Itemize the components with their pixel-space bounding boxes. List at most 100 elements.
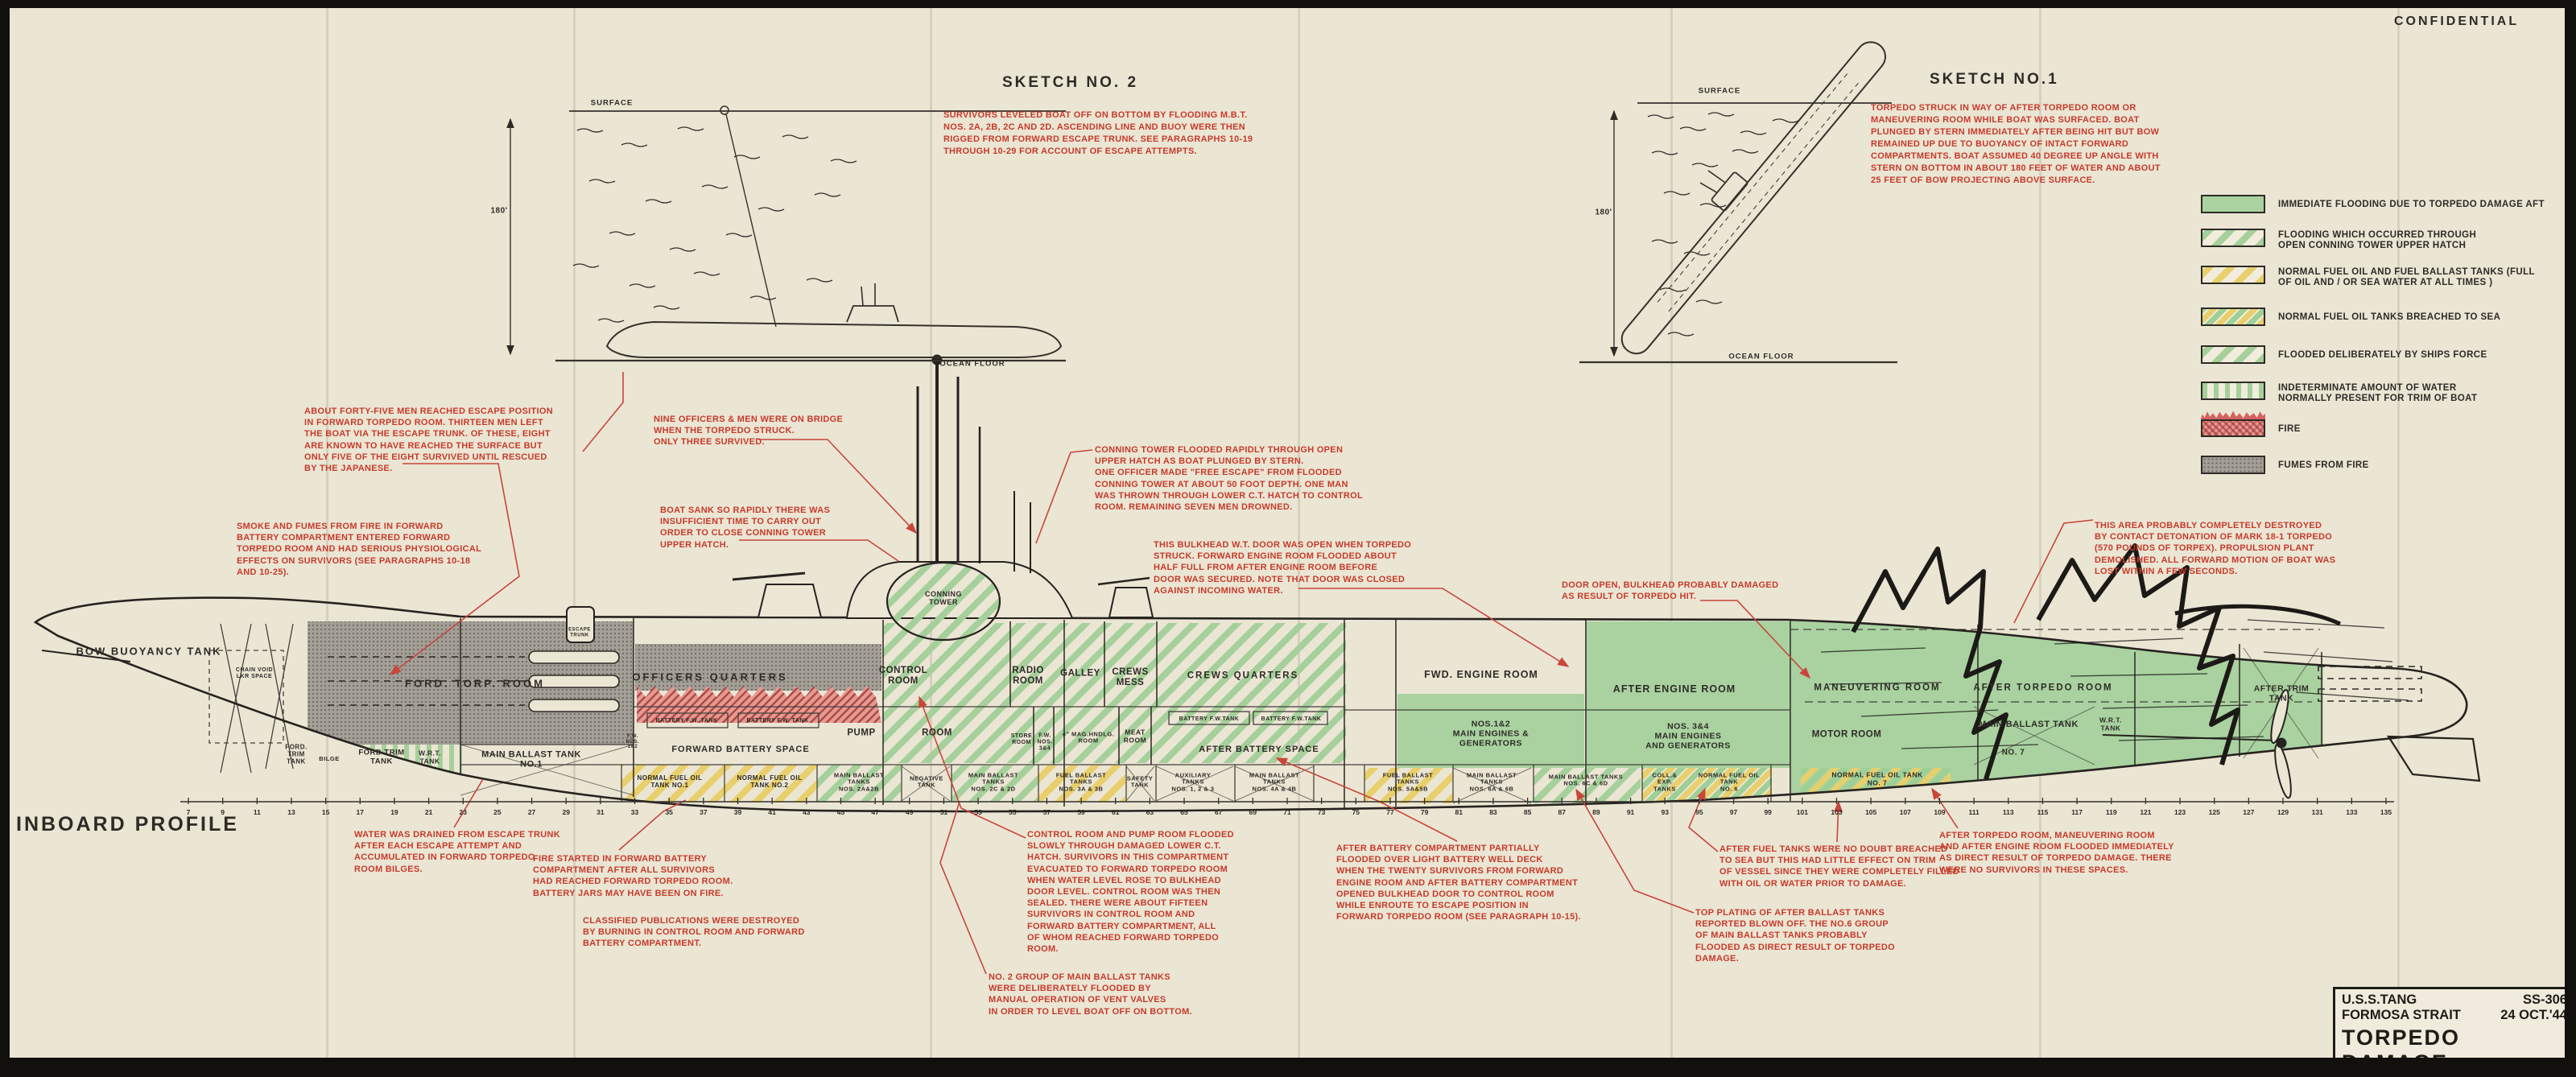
- compartment-label: OCEAN FLOOR: [1728, 352, 1794, 361]
- bow-plane: [41, 650, 131, 662]
- frame-tick-label: 113: [2003, 808, 2014, 816]
- frame-tick-label: 49: [906, 808, 914, 816]
- date: 24 OCT.'44: [2500, 1008, 2567, 1022]
- compartment-label: NORMAL FUEL OIL TANK NO.2: [737, 774, 803, 789]
- compartment-label: W.R.T. TANK: [418, 749, 442, 765]
- legend-swatch-ystripe: [2201, 266, 2265, 284]
- frame-tick-label: 123: [2174, 808, 2186, 816]
- compartment-label: MAIN BALLAST TANK NO.1: [481, 749, 581, 770]
- wave-mark: [645, 199, 672, 204]
- compartment-label: NOS. 3&4 MAIN ENGINES AND GENERATORS: [1645, 721, 1731, 750]
- tank-cross-line: [1234, 765, 1315, 802]
- annotation-note: CLASSIFIED PUBLICATIONS WERE DESTROYED B…: [583, 916, 805, 949]
- frame-tick-label: 67: [1215, 808, 1223, 816]
- wave-mark: [701, 184, 729, 189]
- periscope-shears: [916, 354, 1031, 573]
- compartment-label: MAIN BALLAST TANK: [1979, 719, 2079, 729]
- wave-mark: [597, 318, 625, 323]
- compartment-label: MEAT ROOM: [1123, 728, 1147, 744]
- frame-tick-label: 89: [1592, 808, 1600, 816]
- wave-mark: [830, 159, 857, 163]
- legend-label: IMMEDIATE FLOODING DUE TO TORPEDO DAMAGE…: [2278, 200, 2545, 209]
- annotation-note: WATER WAS DRAINED FROM ESCAPE TRUNK AFTE…: [354, 830, 560, 874]
- frame-tick-label: 27: [528, 808, 536, 816]
- compartment-label: NEGATIVE TANK: [910, 774, 943, 789]
- ballast-tank-cross-lines: [460, 647, 2319, 804]
- compartment-label: AFTER ENGINE ROOM: [1612, 683, 1736, 695]
- legend-label: NORMAL FUEL OIL AND FUEL BALLAST TANKS (…: [2278, 267, 2535, 287]
- compartment-label: CREWS MESS: [1112, 667, 1149, 687]
- compartment-label: W.R.T. TANK: [2099, 716, 2123, 732]
- classification-stamp: CONFIDENTIAL: [2394, 14, 2520, 28]
- leader-line: [1575, 788, 1695, 914]
- region-fill-gstripe: [1534, 768, 1641, 803]
- legend-item: NORMAL FUEL OIL TANKS BREACHED TO SEA: [2201, 307, 2500, 326]
- compartment-label: PUMP: [847, 728, 876, 738]
- frame-tick-label: 111: [1969, 808, 1980, 816]
- frame-tick-label: 87: [1558, 808, 1567, 816]
- wave-mark: [1651, 151, 1678, 155]
- annotation-note: CONTROL ROOM AND PUMP ROOM FLOODED SLOWL…: [1027, 830, 1234, 955]
- frame-tick-label: 61: [1112, 808, 1120, 816]
- wave-mark: [733, 155, 761, 159]
- frame-tick-label: 23: [460, 808, 468, 816]
- wave-mark: [758, 207, 785, 212]
- inboard-profile-drawing: 7911131517192123252729313335373941434547…: [34, 41, 2481, 975]
- wave-mark: [1772, 118, 1799, 123]
- legend-swatch-fumes: [2201, 456, 2265, 474]
- paper-fold: [1670, 8, 1673, 1058]
- frame-tick-label: 63: [1146, 808, 1154, 816]
- wave-mark: [669, 247, 696, 252]
- region-fill-gstripe: [817, 765, 901, 802]
- compartment-label: 4" MAG.HNDLG. ROOM: [1062, 730, 1115, 745]
- wave-mark: [629, 283, 656, 288]
- paper-fold: [2397, 8, 2400, 1058]
- tank-cross-line: [460, 744, 634, 796]
- compartment-label: FORD. TRIM TANK: [285, 743, 308, 765]
- wave-mark: [1679, 126, 1707, 131]
- frame-tick-label: 107: [1900, 808, 1911, 816]
- wave-mark: [725, 233, 753, 237]
- frame-tick-label: 29: [562, 808, 570, 816]
- region-fill-gstripe: [952, 765, 1038, 802]
- frame-tick-label: 81: [1455, 808, 1463, 816]
- sketch1-caption: TORPEDO STRUCK IN WAY OF AFTER TORPEDO R…: [1871, 103, 2161, 185]
- frame-tick-label: 35: [665, 808, 673, 816]
- escape-trunk: [566, 606, 595, 643]
- leader-line: [1833, 800, 1843, 843]
- leader-line: [1931, 787, 1959, 829]
- frame-tick-label: 25: [493, 808, 502, 816]
- compartment-label: ROOM: [922, 728, 952, 738]
- frame-tick-label: 73: [1318, 808, 1326, 816]
- leader-line: [919, 695, 1026, 839]
- wave-mark: [576, 128, 604, 133]
- rudder: [2386, 735, 2481, 782]
- paper-fold: [326, 8, 328, 1058]
- frame-tick-label: 79: [1421, 808, 1429, 816]
- frame-tick-label: 83: [1489, 808, 1497, 816]
- compartment-label: OCEAN FLOOR: [939, 359, 1005, 369]
- frame-tick-label: 109: [1934, 808, 1945, 816]
- wave-mark: [1659, 287, 1686, 292]
- wave-mark: [653, 305, 680, 310]
- annotation-note: NO. 2 GROUP OF MAIN BALLAST TANKS WERE D…: [989, 972, 1192, 1017]
- leader-line: [618, 799, 687, 851]
- annotation-note: DOOR OPEN, BULKHEAD PROBABLY DAMAGED AS …: [1562, 580, 1779, 602]
- frame-tick-label: 121: [2140, 808, 2151, 816]
- annotation-leader-lines: [389, 372, 2094, 975]
- compartment-label: 180': [1595, 208, 1612, 217]
- annotation-note: TOP PLATING OF AFTER BALLAST TANKS REPOR…: [1695, 908, 1896, 964]
- legend-swatch-green: [2201, 195, 2265, 213]
- wave-mark: [1683, 251, 1711, 256]
- annotation-note: BOAT SANK SO RAPIDLY THERE WAS INSUFFICI…: [660, 505, 831, 550]
- leader-line: [758, 439, 918, 534]
- annotation-note: NINE OFFICERS & MEN WERE ON BRIDGE WHEN …: [654, 415, 844, 448]
- legend-swatch-gvert: [2201, 382, 2265, 400]
- compartment-label: GALLEY: [1060, 668, 1100, 679]
- annotation-note: ABOUT FORTY-FIVE MEN REACHED ESCAPE POSI…: [304, 406, 554, 474]
- tank-cross-line: [1155, 765, 1234, 802]
- region-fill-ystripe: [621, 765, 724, 803]
- compartment-label: BOW BUOYANCY TANK: [76, 645, 222, 658]
- wave-mark: [1691, 163, 1719, 167]
- compartment-label: CREWS QUARTERS: [1187, 671, 1299, 681]
